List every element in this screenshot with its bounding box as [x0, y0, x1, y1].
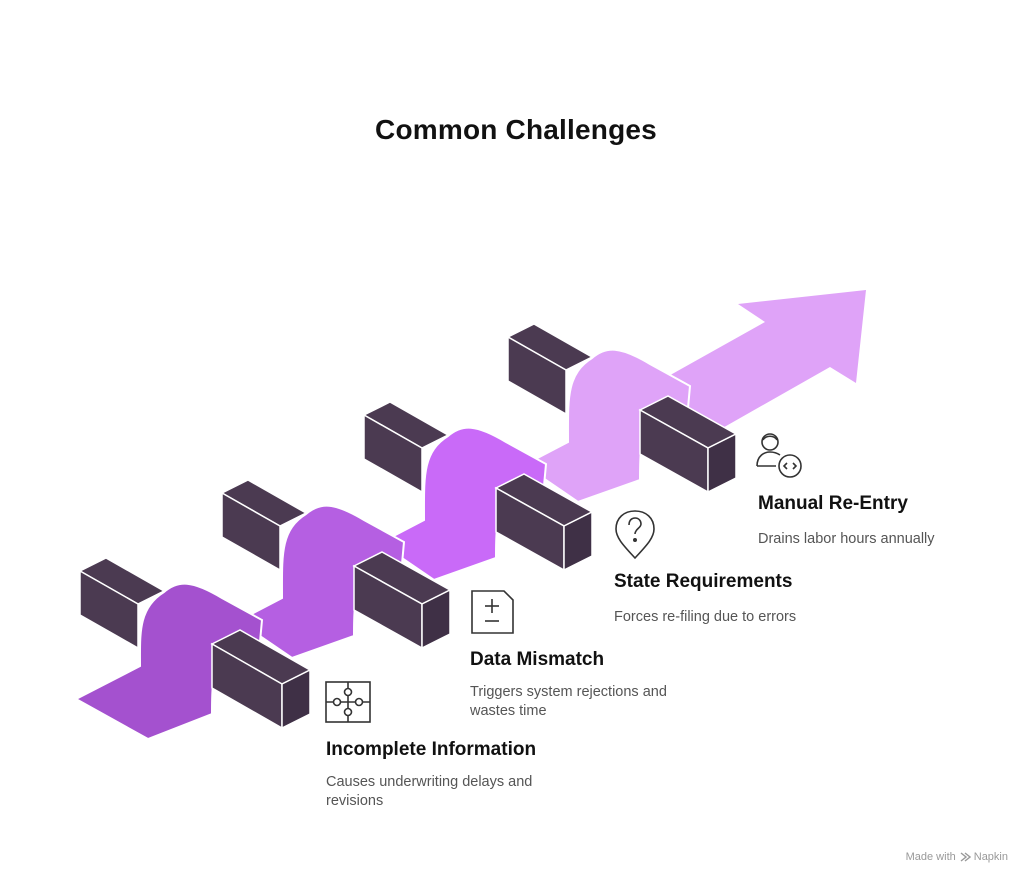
- napkin-logo-icon: [960, 852, 971, 862]
- item-3-description: Forces re-filing due to errors: [614, 609, 797, 625]
- puzzle-icon: [325, 681, 371, 723]
- step-3-segment: [362, 401, 594, 582]
- item-4-title: Manual Re-Entry: [758, 493, 908, 514]
- page-title: Common Challenges: [375, 114, 657, 145]
- item-3-title: State Requirements: [614, 571, 793, 592]
- item-2-description: Triggers system rejections and wastes ti…: [470, 684, 667, 719]
- item-4-description: Drains labor hours annually: [758, 531, 935, 547]
- step-4-segment: [506, 323, 738, 504]
- step-1-segment: [73, 557, 312, 741]
- made-with-label: Made with: [905, 851, 956, 863]
- plus-minus-document-icon: [471, 590, 514, 634]
- item-1-description: Causes underwriting delays and revisions: [326, 774, 533, 809]
- user-code-icon: [756, 433, 802, 478]
- arrow-head: [640, 290, 866, 438]
- napkin-footer: Made with Napkin: [906, 851, 1008, 863]
- question-pin-icon: [615, 510, 655, 560]
- item-1-title: Incomplete Information: [326, 739, 537, 760]
- item-2-title: Data Mismatch: [470, 649, 605, 670]
- napkin-brand-label: Napkin: [973, 851, 1008, 863]
- step-2-segment: [220, 479, 452, 660]
